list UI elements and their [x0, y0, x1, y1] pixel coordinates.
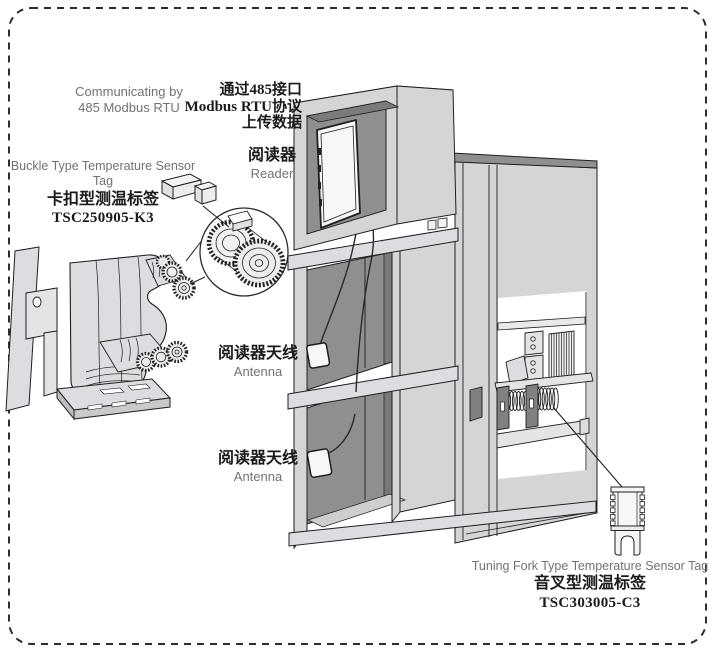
busbar-assembly: [469, 330, 594, 449]
upload-line3: 上传数据: [241, 115, 302, 131]
vacuum-circuit-breaker: [5, 246, 187, 421]
reader-label-zh: 阅读器: [247, 147, 296, 164]
antenna-lower-en: Antenna: [233, 468, 283, 484]
cabinet-front-section: [287, 227, 597, 550]
label-buckle-sensor: Buckle Type Temperature Sensor Tag 卡扣型测温…: [4, 159, 202, 227]
upload-line1: 通过485接口: [219, 82, 302, 98]
reader-device: [316, 119, 361, 229]
reader-label-en: Reader: [250, 165, 294, 181]
buckle-sensor-tag-icon: [160, 173, 230, 228]
antenna-upper-en: Antenna: [233, 363, 283, 379]
contact-detail-magnifier: [199, 207, 289, 297]
tuning-fork-en: Tuning Fork Type Temperature Sensor Tag: [471, 559, 709, 573]
cabinet-right-section: [451, 152, 598, 544]
label-antenna-lower: 阅读器天线 Antenna: [203, 449, 313, 484]
tuning-fork-sensor-tag-icon: [552, 406, 645, 556]
tulip-contacts: [135, 254, 196, 373]
antenna-lower-zh: 阅读器天线: [217, 450, 298, 467]
label-communicating: Communicating by 485 Modbus RTU: [56, 84, 202, 116]
communicating-line1: Communicating by: [75, 84, 183, 99]
antenna-upper-zh: 阅读器天线: [217, 345, 298, 362]
dashed-border: [8, 7, 707, 645]
label-tuning-fork-sensor: Tuning Fork Type Temperature Sensor Tag …: [466, 559, 714, 612]
label-reader: 阅读器 Reader: [230, 146, 314, 181]
communicating-line2: 485 Modbus RTU: [78, 99, 180, 115]
reader-antenna-upper: [305, 342, 331, 369]
upload-line2: Modbus RTU协议: [184, 98, 302, 115]
label-antenna-upper: 阅读器天线 Antenna: [203, 344, 313, 379]
buckle-sensor-zh: 卡扣型测温标签: [46, 190, 159, 208]
tuning-fork-model: TSC303005-C3: [539, 594, 641, 611]
buckle-sensor-model: TSC250905-K3: [52, 210, 154, 227]
reader-antenna-lower: [306, 448, 333, 478]
label-upload-485: 通过485接口 Modbus RTU协议 上传数据: [178, 82, 302, 132]
buckle-sensor-en: Buckle Type Temperature Sensor Tag: [10, 159, 196, 189]
tuning-fork-zh: 音叉型测温标签: [533, 575, 646, 593]
